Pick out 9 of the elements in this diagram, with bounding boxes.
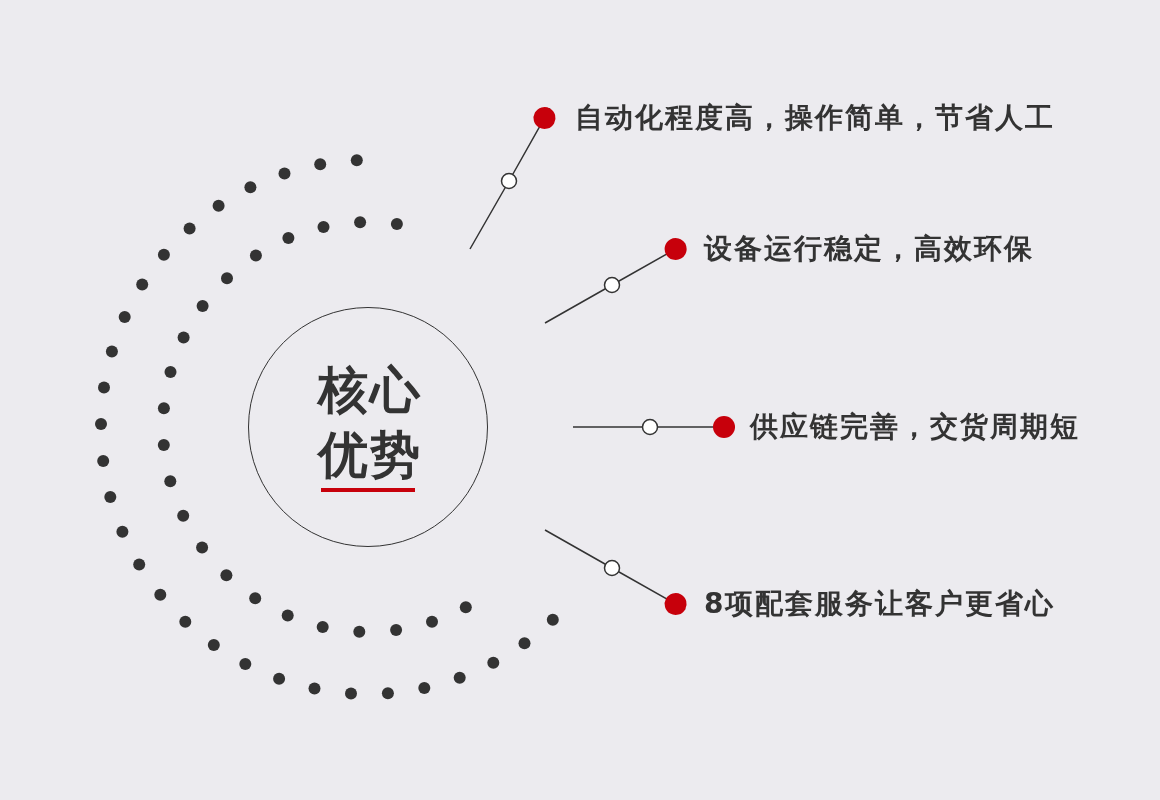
feature-text: 设备运行稳定，高效环保 xyxy=(685,232,1034,266)
connector-line xyxy=(544,238,687,324)
center-title: 核心优势 xyxy=(318,360,423,486)
feature-text: 供应链完善，交货周期短 xyxy=(735,410,1080,444)
feature-text: 自动化程度高，操作简单，节省人工 xyxy=(550,101,1055,135)
feature-text: 8项配套服务让客户更省心 xyxy=(685,587,1056,621)
connector-line xyxy=(572,416,736,438)
connector-line xyxy=(544,529,687,615)
connector-line xyxy=(469,107,556,250)
